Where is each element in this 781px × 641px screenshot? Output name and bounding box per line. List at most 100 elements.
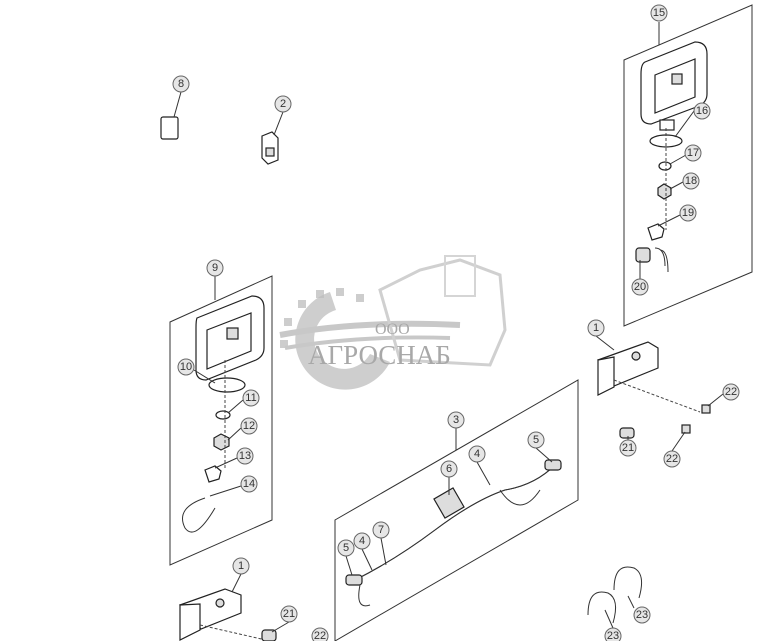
callout-circle bbox=[631, 278, 649, 296]
callout-number: 21 bbox=[283, 608, 295, 620]
callout-number: 17 bbox=[687, 147, 699, 159]
callout-17: 17 bbox=[684, 144, 702, 162]
watermark-logo: ООО АГРОСНАБ bbox=[279, 255, 507, 390]
callout-circle bbox=[663, 450, 681, 468]
callout-1: 1 bbox=[587, 319, 605, 337]
callout-1: 1 bbox=[232, 557, 250, 575]
callout-circle bbox=[604, 627, 622, 641]
callout-circle bbox=[650, 4, 668, 22]
harness-frame bbox=[334, 379, 579, 641]
callout-9: 9 bbox=[206, 259, 224, 277]
callout-4: 4 bbox=[468, 445, 486, 463]
callout-22: 22 bbox=[722, 383, 740, 401]
callout-circle bbox=[372, 521, 390, 539]
callout-21: 21 bbox=[280, 605, 298, 623]
callout-number: 5 bbox=[343, 542, 349, 554]
callout-circle bbox=[722, 383, 740, 401]
callout-15: 15 bbox=[650, 4, 668, 22]
callout-number: 10 bbox=[180, 361, 192, 373]
callout-circle bbox=[693, 102, 711, 120]
callout-circle bbox=[240, 417, 258, 435]
callout-22: 22 bbox=[311, 627, 329, 641]
callout-number: 22 bbox=[314, 630, 326, 641]
callout-number: 4 bbox=[474, 448, 480, 460]
callout-number: 13 bbox=[239, 450, 251, 462]
callout-6: 6 bbox=[440, 460, 458, 478]
callout-circle bbox=[353, 532, 371, 550]
callout-number: 1 bbox=[593, 322, 599, 334]
callout-number: 23 bbox=[636, 609, 648, 621]
callout-circle bbox=[447, 411, 465, 429]
watermark-name: АГРОСНАБ bbox=[308, 340, 451, 370]
callout-number: 7 bbox=[378, 524, 384, 536]
callout-circle bbox=[587, 319, 605, 337]
callout-22: 22 bbox=[663, 450, 681, 468]
callout-14: 14 bbox=[240, 475, 258, 493]
callout-circle bbox=[177, 358, 195, 376]
callout-circle bbox=[682, 172, 700, 190]
callout-circle bbox=[337, 539, 355, 557]
callout-number: 16 bbox=[696, 105, 708, 117]
callout-19: 19 bbox=[679, 204, 697, 222]
work-lamp-left bbox=[195, 295, 265, 381]
callout-number: 22 bbox=[725, 386, 737, 398]
watermark-prefix: ООО bbox=[375, 321, 410, 338]
callout-circle bbox=[236, 447, 254, 465]
callout-number: 22 bbox=[666, 453, 678, 465]
callout-number: 4 bbox=[359, 535, 365, 547]
callout-circle bbox=[274, 95, 292, 113]
callout-circle bbox=[311, 627, 329, 641]
callout-number: 20 bbox=[634, 281, 646, 293]
mounting-bracket-left bbox=[178, 588, 271, 641]
callout-18: 18 bbox=[682, 172, 700, 190]
callout-number: 14 bbox=[243, 478, 255, 490]
callout-circle bbox=[684, 144, 702, 162]
callout-circle bbox=[468, 445, 486, 463]
callout-number: 21 bbox=[622, 442, 634, 454]
callout-3: 3 bbox=[447, 411, 465, 429]
callout-number: 23 bbox=[607, 630, 619, 641]
callout-circle bbox=[232, 557, 250, 575]
callout-10: 10 bbox=[177, 358, 195, 376]
callout-circle bbox=[242, 389, 260, 407]
lamp-assembly-frame-left bbox=[169, 275, 273, 566]
callout-circle bbox=[440, 460, 458, 478]
callout-7: 7 bbox=[372, 521, 390, 539]
callout-number: 9 bbox=[212, 262, 218, 274]
callout-2: 2 bbox=[274, 95, 292, 113]
callout-23: 23 bbox=[604, 627, 622, 641]
lamp-assembly-frame-right bbox=[623, 4, 753, 327]
hose-clamp bbox=[587, 591, 617, 624]
callout-number: 5 bbox=[533, 434, 539, 446]
callout-23: 23 bbox=[633, 606, 651, 624]
callout-number: 18 bbox=[685, 175, 697, 187]
callout-circle bbox=[240, 475, 258, 493]
callout-circle bbox=[633, 606, 651, 624]
callout-number: 3 bbox=[453, 414, 459, 426]
callout-16: 16 bbox=[693, 102, 711, 120]
callout-12: 12 bbox=[240, 417, 258, 435]
callout-13: 13 bbox=[236, 447, 254, 465]
callout-circle bbox=[172, 75, 190, 93]
callout-circle bbox=[206, 259, 224, 277]
callout-number: 8 bbox=[178, 78, 184, 90]
callout-number: 19 bbox=[682, 207, 694, 219]
mounting-bracket-right bbox=[597, 341, 701, 413]
callout-20: 20 bbox=[631, 278, 649, 296]
callout-5: 5 bbox=[337, 539, 355, 557]
callout-layer: 1582161718192091011121314312221224567451… bbox=[172, 4, 740, 641]
callout-number: 1 bbox=[238, 560, 244, 572]
callout-number: 12 bbox=[243, 420, 255, 432]
callout-number: 15 bbox=[653, 7, 665, 19]
fuse-part bbox=[160, 116, 179, 140]
callout-number: 11 bbox=[245, 392, 256, 404]
callout-5: 5 bbox=[527, 431, 545, 449]
callout-4: 4 bbox=[353, 532, 371, 550]
callout-11: 11 bbox=[242, 389, 260, 407]
callout-8: 8 bbox=[172, 75, 190, 93]
hose-clamp bbox=[613, 566, 643, 599]
callout-circle bbox=[280, 605, 298, 623]
callout-circle bbox=[619, 439, 637, 457]
